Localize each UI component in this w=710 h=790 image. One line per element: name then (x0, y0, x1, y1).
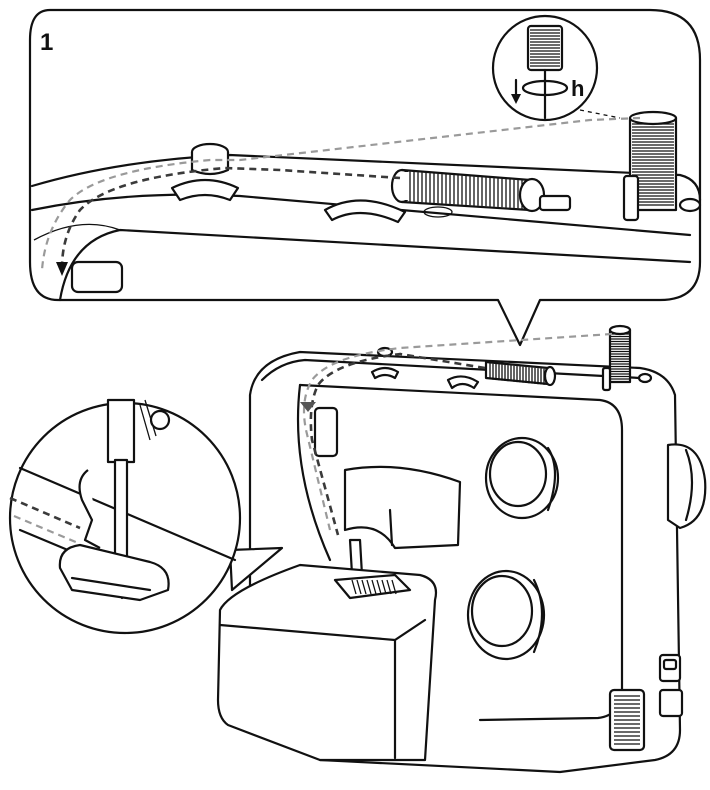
stitch-length-dial[interactable] (466, 569, 546, 661)
power-switch[interactable] (658, 653, 682, 683)
machine-thread-path-dark (309, 352, 486, 536)
zoom-thread-guide-slot (70, 260, 124, 294)
needle-plate (333, 573, 412, 600)
thread-take-up-slot (313, 406, 339, 458)
zoom-bobbin-seat (323, 199, 407, 224)
power-socket (658, 688, 684, 718)
handwheel[interactable] (666, 443, 707, 530)
zoom-thread-arrow-icon (56, 262, 68, 276)
callout-label: h (571, 76, 584, 101)
sewing-machine (216, 324, 707, 774)
spool-pin (601, 366, 612, 392)
zoom-vertical-spool (622, 110, 702, 222)
zoom-detail-panel: 1 (28, 8, 702, 347)
vertical-spool (601, 324, 653, 392)
zoom-thread-guide (170, 142, 240, 202)
zoom-spool-pin (622, 174, 640, 222)
presser-foot (58, 543, 170, 602)
presser-foot-zoom-inset (8, 398, 284, 635)
step-number: 1 (40, 29, 53, 56)
callout-inset: h (491, 14, 599, 122)
machine-base (216, 563, 438, 762)
bobbin-winder-spool (484, 360, 557, 387)
vent-grill (608, 688, 646, 752)
panel-frame (28, 8, 702, 347)
machine-arm-opening (343, 465, 462, 550)
stitch-selector-dial[interactable] (484, 436, 560, 520)
zoom-thread-path-dark (60, 166, 401, 269)
zoom-thread-path-light (40, 116, 641, 271)
